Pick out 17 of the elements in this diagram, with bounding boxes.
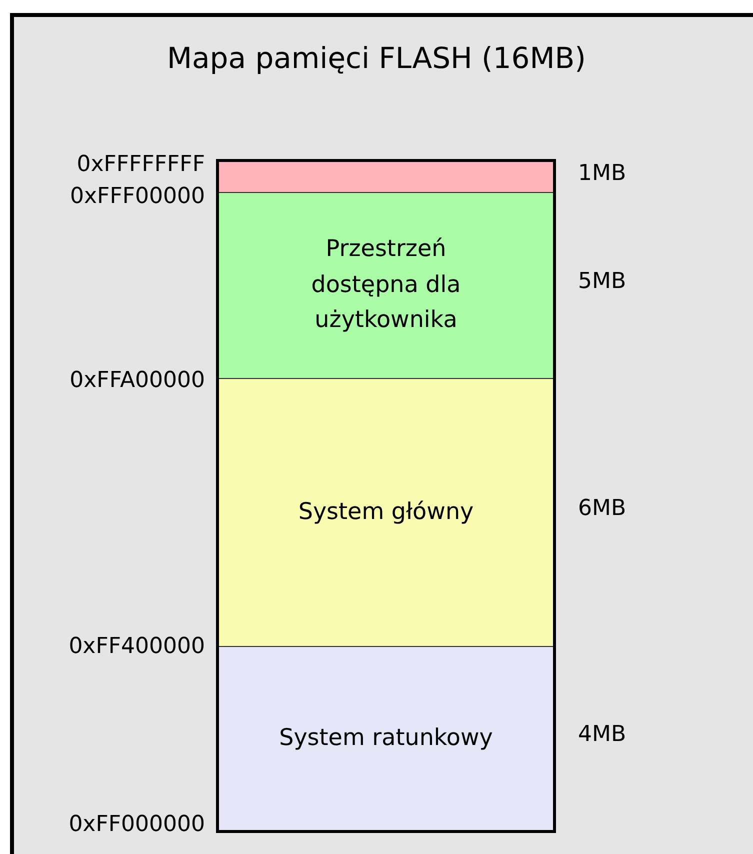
diagram-title: Mapa pamięci FLASH (16MB) [166, 44, 587, 73]
memory-segment [219, 192, 553, 378]
size-label: 4MB [578, 724, 626, 746]
segment-label: System główny [298, 498, 474, 527]
size-label: 6MB [578, 498, 626, 520]
segment-label: Przestrzeń dostępna dla użytkownika [310, 235, 462, 336]
size-label: 1MB [578, 163, 626, 185]
address-label: 0xFFA00000 [70, 370, 205, 392]
size-label: 5MB [578, 271, 626, 293]
address-label: 0xFF000000 [68, 814, 205, 836]
address-label: 0xFF400000 [68, 636, 205, 658]
address-label: 0xFFF00000 [70, 186, 205, 208]
address-label: 0xFFFFFFFF [76, 154, 205, 176]
memory-segment [219, 646, 553, 830]
segment-label: System ratunkowy [279, 724, 493, 753]
memory-segment [219, 162, 553, 192]
memory-segment [219, 378, 553, 646]
